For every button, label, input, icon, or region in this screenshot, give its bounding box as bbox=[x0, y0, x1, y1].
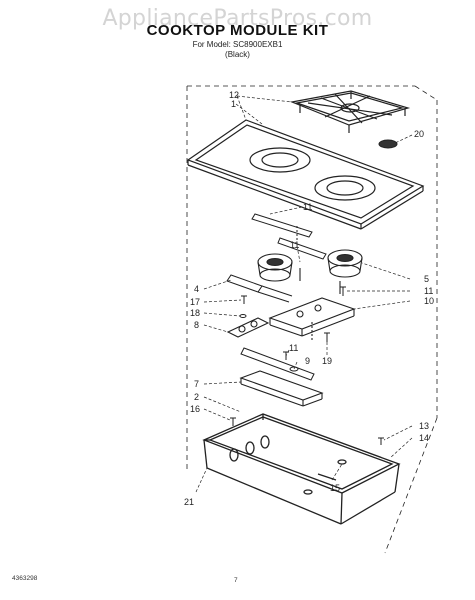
burner-bracket bbox=[268, 297, 356, 340]
document-number: 4363298 bbox=[12, 575, 38, 582]
callout-18: 18 bbox=[190, 308, 200, 318]
page-number: 7 bbox=[234, 577, 238, 584]
callout-21: 21 bbox=[184, 497, 194, 507]
diagram-title: COOKTOP MODULE KIT bbox=[146, 22, 329, 39]
callout-labels: 12 1 20 11 11 5 11 10 4 17 18 8 11 9 19 … bbox=[184, 90, 434, 507]
callout-8: 8 bbox=[194, 320, 199, 330]
callout-15: 15 bbox=[330, 483, 340, 493]
assembly-frame bbox=[186, 85, 438, 554]
callout-2: 2 bbox=[194, 392, 199, 402]
burner-box bbox=[202, 413, 401, 525]
orifice-tubes bbox=[251, 213, 327, 260]
burner-cap bbox=[378, 139, 398, 149]
callout-19: 19 bbox=[322, 356, 332, 366]
callout-1: 1 bbox=[231, 99, 236, 109]
callout-16: 16 bbox=[190, 404, 200, 414]
igniter-rod bbox=[240, 347, 315, 381]
callout-11-right: 11 bbox=[424, 286, 433, 296]
callout-4: 4 bbox=[194, 284, 199, 294]
callout-7: 7 bbox=[194, 379, 199, 389]
callout-17: 17 bbox=[190, 297, 200, 307]
burner-heads bbox=[257, 249, 363, 294]
callout-20: 20 bbox=[414, 129, 424, 139]
callout-11-top: 11 bbox=[303, 202, 312, 212]
callout-10: 10 bbox=[424, 296, 434, 306]
callout-9: 9 bbox=[305, 356, 310, 366]
gasket bbox=[226, 317, 270, 338]
color-line: (Black) bbox=[225, 50, 250, 59]
manifold-valve bbox=[226, 274, 293, 303]
callout-14: 14 bbox=[419, 433, 429, 443]
model-line: For Model: SC8900EXB1 bbox=[192, 40, 283, 49]
callout-12: 12 bbox=[229, 90, 239, 100]
cooktop-top bbox=[186, 119, 425, 230]
leader-lines bbox=[195, 95, 413, 493]
callout-11-upper: 11 bbox=[290, 240, 299, 250]
callout-11-lower: 11 bbox=[289, 343, 298, 353]
callout-13: 13 bbox=[419, 421, 429, 431]
burner-grate bbox=[289, 90, 411, 133]
support-rail bbox=[239, 370, 324, 407]
callout-5: 5 bbox=[424, 274, 429, 284]
watermark: AppliancePartsPros.com bbox=[102, 6, 373, 31]
